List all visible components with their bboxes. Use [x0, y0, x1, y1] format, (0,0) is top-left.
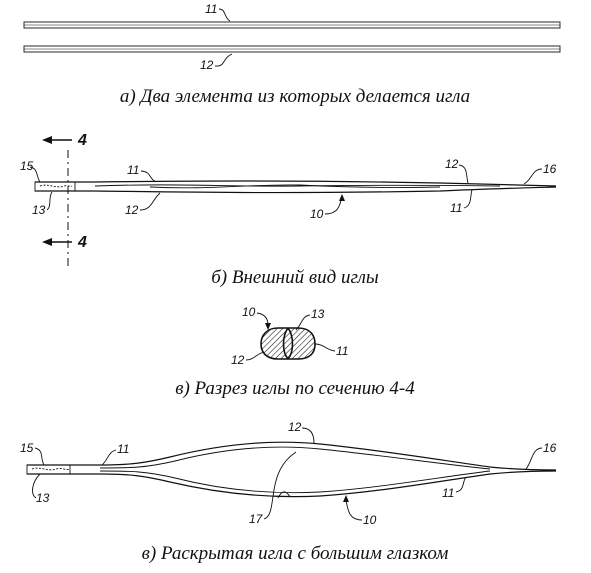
- cross-section-4-4: [260, 327, 316, 360]
- panel-d: 15 11 12 16 13 17 10 11 в) Раскрытая игл…: [20, 420, 557, 564]
- needle-closed: [34, 180, 557, 194]
- panel-c: 10 13 12 11 в) Разрез иглы по сечению 4-…: [175, 305, 415, 399]
- label-12-b-right: 12: [445, 157, 459, 171]
- section-mark-top: 4: [77, 132, 87, 149]
- label-13-d: 13: [36, 491, 50, 505]
- label-11-b-top: 11: [127, 163, 139, 177]
- section-mark-bottom: 4: [77, 234, 87, 251]
- label-10-c: 10: [242, 305, 256, 319]
- label-11-b-right: 11: [450, 201, 462, 215]
- label-12-c: 12: [231, 353, 245, 367]
- label-12-a: 12: [200, 58, 214, 72]
- label-11-d-top: 11: [117, 442, 129, 456]
- label-16-d: 16: [543, 441, 557, 455]
- caption-b: б) Внешний вид иглы: [211, 267, 379, 288]
- caption-c: в) Разрез иглы по сечению 4-4: [175, 378, 415, 399]
- label-15-b: 15: [20, 159, 34, 173]
- strip-11: [23, 21, 561, 29]
- caption-d: в) Раскрытая игла с большим глазком: [142, 543, 449, 564]
- caption-a: а) Два элемента из которых делается игла: [120, 86, 470, 107]
- label-11-a: 11: [205, 2, 217, 16]
- label-15-d: 15: [20, 441, 34, 455]
- needle-open: [26, 441, 557, 498]
- strip-12: [23, 45, 561, 53]
- panel-a: 11 12 а) Два элемента из которых делаетс…: [23, 2, 561, 107]
- leader-11-a: [218, 8, 231, 22]
- panel-b: 4 4 15 13 11 12 10 12 16 11 б) Внешний в…: [20, 132, 557, 288]
- label-10-b: 10: [310, 207, 324, 221]
- label-10-d: 10: [363, 513, 377, 527]
- label-11-c: 11: [336, 344, 348, 358]
- label-12-d: 12: [288, 420, 302, 434]
- label-16-b: 16: [543, 162, 557, 176]
- label-13-b: 13: [32, 203, 46, 217]
- label-13-c: 13: [311, 307, 325, 321]
- label-12-b: 12: [125, 203, 139, 217]
- leader-12-a: [214, 53, 233, 67]
- label-17-d: 17: [249, 512, 264, 526]
- leader-17-eye: [263, 451, 297, 520]
- label-11-d-right: 11: [442, 486, 454, 500]
